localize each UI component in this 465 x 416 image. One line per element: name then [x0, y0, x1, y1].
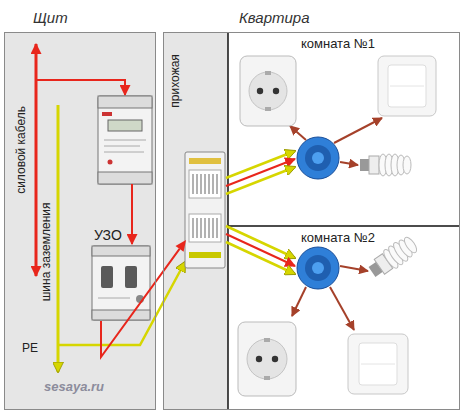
- junction-box: [305, 255, 331, 281]
- wire: [226, 159, 295, 186]
- cable-label: силовой кабель: [15, 106, 29, 194]
- arrow-head: [175, 240, 186, 252]
- wire: [340, 162, 358, 165]
- bus-label: шина заземления: [39, 202, 53, 301]
- room-zone: комната №2: [229, 227, 461, 411]
- rcd-marking: [98, 298, 130, 299]
- board-body: [185, 152, 225, 268]
- meter-display: [108, 120, 142, 131]
- power-wire: [36, 80, 125, 95]
- wire: [226, 226, 295, 258]
- node-label: прихожая: [168, 54, 182, 107]
- breakers: [193, 174, 217, 238]
- ground-wire: [58, 262, 185, 345]
- wire: [226, 167, 295, 194]
- room-wall: [227, 32, 229, 410]
- meter-led: [108, 160, 113, 165]
- socket-clip: [264, 338, 270, 342]
- power-wire: [131, 184, 133, 244]
- socket-hole: [257, 88, 263, 94]
- apartment-ground: [163, 32, 460, 410]
- wire: [334, 118, 382, 143]
- switch-rocker: [359, 343, 397, 385]
- hall-ground: [163, 32, 228, 410]
- socket-clip: [264, 376, 270, 380]
- room-wall: [228, 225, 460, 227]
- socket-clip: [265, 107, 271, 111]
- room-zone: комната №1: [229, 33, 461, 227]
- switch-rocker: [361, 364, 395, 365]
- meter-marking: [104, 146, 140, 147]
- junction-box: [312, 152, 324, 164]
- socket: [238, 322, 296, 396]
- switch-plate: [378, 56, 436, 116]
- wire: [340, 266, 368, 271]
- socket-plate: [240, 56, 296, 126]
- panel-ground: [4, 32, 156, 410]
- apartment-box: Квартираприхожаякомната №1комната №2: [163, 32, 460, 410]
- wire: [330, 287, 354, 330]
- lamp-collar: [369, 156, 379, 174]
- wire: [226, 242, 295, 274]
- wire-line: [101, 249, 180, 357]
- wire: [290, 126, 306, 140]
- rcd-lever: [101, 266, 113, 288]
- node-label: комната №2: [301, 231, 375, 246]
- meter-logo: [102, 112, 112, 116]
- junction-box: [297, 247, 339, 289]
- wire-connector: [101, 240, 186, 357]
- rcd-box: УЗО: [93, 247, 151, 321]
- switch: [348, 334, 408, 394]
- switch-rocker: [390, 86, 424, 87]
- lamp-spiral: [402, 235, 419, 254]
- socket-hole: [273, 88, 279, 94]
- rcd-terminals: [92, 246, 150, 256]
- meter-marking: [104, 152, 144, 153]
- node-label: УЗО: [94, 227, 122, 243]
- meter-marking: [104, 140, 146, 141]
- pin-name: PE: [22, 342, 38, 356]
- switch-plate: [348, 334, 408, 394]
- junction-box: [312, 262, 324, 274]
- wire: [226, 234, 295, 266]
- ground-bus: [57, 105, 60, 372]
- meter-terminals: [98, 96, 152, 108]
- watermark: sesaya.ru: [44, 380, 104, 395]
- meter-terminals: [98, 172, 152, 184]
- socket-hole: [272, 356, 278, 362]
- socket-face: [247, 339, 287, 379]
- switch: [378, 56, 436, 116]
- busbar: [189, 252, 221, 258]
- lamp: [360, 154, 411, 176]
- node-label: Щит: [33, 9, 68, 26]
- hall-band: прихожая: [186, 153, 228, 269]
- power-cable: [35, 44, 38, 276]
- wire: [226, 151, 295, 178]
- lamp-base: [360, 159, 369, 171]
- socket: [240, 56, 296, 126]
- junction-box: [297, 137, 339, 179]
- rcd-lever: [125, 266, 137, 288]
- socket-hole: [256, 356, 262, 362]
- switch-rocker: [388, 65, 426, 107]
- meter-body: [98, 96, 152, 184]
- socket-face: [249, 72, 287, 110]
- wire: [292, 287, 306, 316]
- rcd-terminals: [92, 310, 150, 320]
- junction-box: [305, 145, 331, 171]
- node-label: комната №1: [301, 37, 375, 52]
- node-label: Квартира: [239, 9, 310, 26]
- lamp-spiral: [403, 156, 411, 174]
- socket-clip: [265, 71, 271, 75]
- socket-plate: [238, 322, 296, 396]
- rcd-body: [92, 246, 150, 320]
- busbar: [189, 158, 221, 164]
